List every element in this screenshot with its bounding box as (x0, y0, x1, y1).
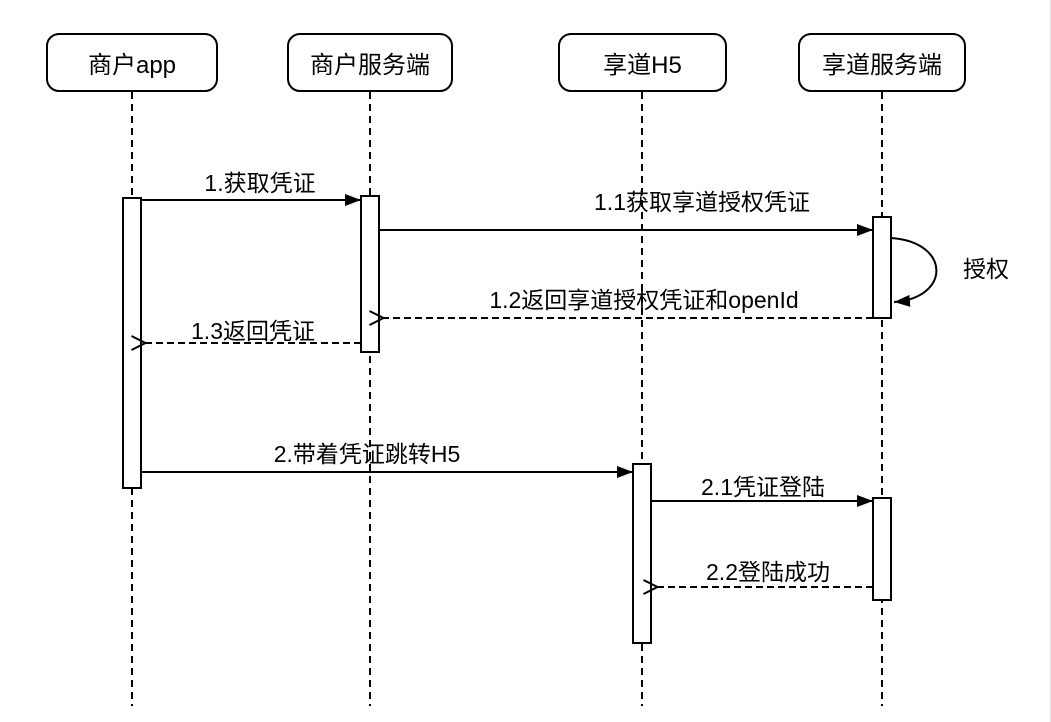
message-label-2-2: 2.2登陆成功 (706, 559, 830, 585)
activation-bar-merchant-server (360, 195, 380, 353)
activation-bar-xiangdao-server-2 (872, 497, 892, 601)
message-label-1-3: 1.3返回凭证 (191, 318, 315, 344)
actor-merchant-server-label: 商户服务端 (310, 52, 430, 79)
activation-bar-xiangdao-h5 (632, 463, 652, 644)
actor-xiangdao-h5-label: 享道H5 (603, 52, 682, 79)
actor-merchant-app: 商户app (46, 33, 218, 92)
message-label-1-2: 1.2返回享道授权凭证和openId (489, 287, 799, 313)
message-label-2: 2.带着凭证跳转H5 (273, 441, 461, 467)
activation-bar-xiangdao-server-1 (872, 216, 892, 319)
message-label-2-1: 2.1凭证登陆 (701, 474, 825, 500)
self-loop-arrow-authorize (890, 237, 938, 307)
message-label-1: 1.获取凭证 (204, 170, 316, 196)
activation-bar-merchant-app (122, 197, 142, 489)
actor-xiangdao-server-label: 享道服务端 (822, 52, 942, 79)
actor-xiangdao-server: 享道服务端 (798, 33, 966, 92)
actor-merchant-app-label: 商户app (87, 52, 177, 79)
message-label-1-1: 1.1获取享道授权凭证 (594, 189, 810, 215)
self-loop-label-authorize: 授权 (963, 256, 1009, 282)
actor-merchant-server: 商户服务端 (287, 33, 453, 92)
actor-xiangdao-h5: 享道H5 (558, 33, 727, 92)
